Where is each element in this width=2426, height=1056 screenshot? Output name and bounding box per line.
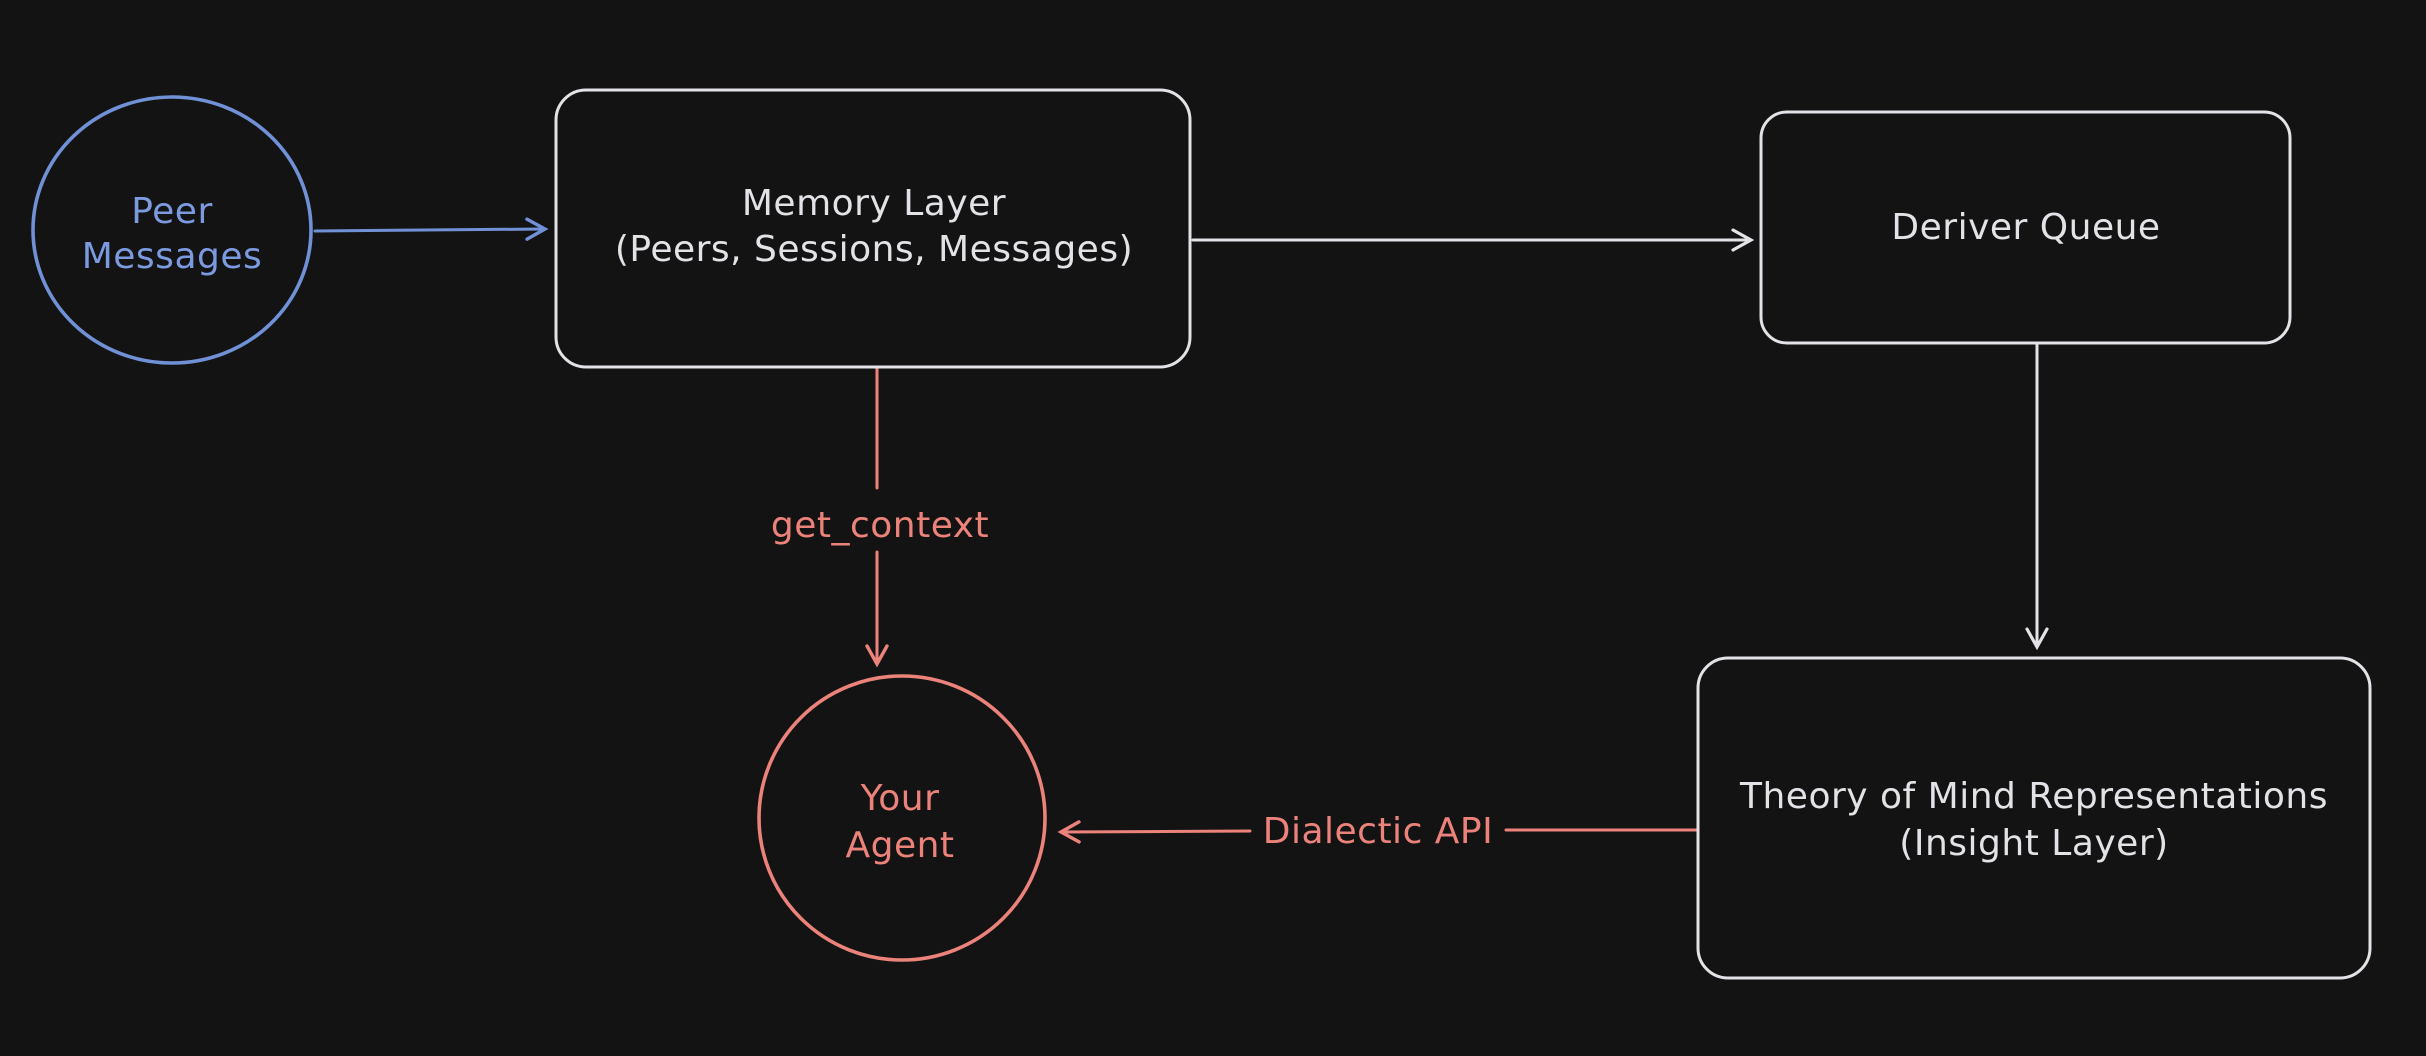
- your-agent-node: [757, 674, 1047, 962]
- memory-layer-label-line2: (Peers, Sessions, Messages): [615, 229, 1133, 270]
- peer-messages-label-line1: Peer: [131, 191, 213, 232]
- edge-label-dialectic-api: Dialectic API: [1263, 811, 1494, 852]
- peer-messages-label-line2: Messages: [82, 236, 263, 277]
- peer-messages-node: [31, 95, 313, 365]
- theory-of-mind-label-line2: (Insight Layer): [1899, 823, 2168, 864]
- edge-peer-to-memory: [313, 217, 549, 241]
- edge-theory-to-agent-left: [1057, 820, 1252, 844]
- your-agent-label-line2: Agent: [845, 825, 954, 866]
- theory-of-mind-label-line1: Theory of Mind Representations: [1739, 776, 2328, 817]
- deriver-queue-node: [1759, 110, 2292, 345]
- memory-layer-label-line1: Memory Layer: [742, 183, 1006, 224]
- memory-layer-node: [554, 88, 1192, 369]
- your-agent-label-line1: Your: [860, 778, 940, 819]
- edge-label-get-context: get_context: [771, 505, 989, 546]
- theory-of-mind-node: [1696, 656, 2372, 980]
- deriver-queue-label: Deriver Queue: [1891, 207, 2160, 248]
